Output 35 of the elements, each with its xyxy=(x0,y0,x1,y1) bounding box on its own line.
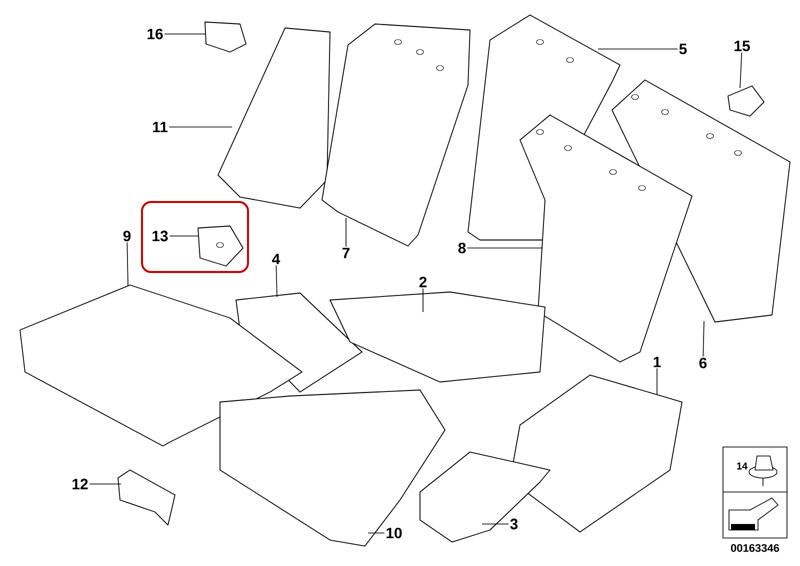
callout-number: 14 xyxy=(737,462,748,470)
callout-number: 7 xyxy=(340,246,352,260)
leader-line xyxy=(702,320,704,357)
callout-number: 9 xyxy=(122,230,132,242)
callout-number: 4 xyxy=(270,252,282,266)
leader-line xyxy=(126,242,128,286)
callout-number: 6 xyxy=(698,356,708,370)
callout-number: 5 xyxy=(678,42,688,56)
cover-cap-drawing xyxy=(198,226,244,266)
backrest-frame-drawing xyxy=(612,80,790,322)
leader-line xyxy=(656,368,658,396)
callout-number: 8 xyxy=(456,242,468,254)
leader-line xyxy=(368,532,385,534)
seat-frame-drawing xyxy=(330,292,546,382)
leader-line xyxy=(740,52,742,88)
side-panel-drawing xyxy=(218,28,330,208)
image-code: 00163346 xyxy=(730,544,780,552)
callout-number: 3 xyxy=(508,518,520,530)
callout-number: 15 xyxy=(732,40,752,52)
callout-number: 12 xyxy=(70,478,90,490)
leader-line xyxy=(598,48,678,50)
leader-line xyxy=(422,288,424,312)
highlight-frame xyxy=(141,201,249,273)
side-trim-drawing xyxy=(420,452,550,542)
seat-clip-drawing xyxy=(204,22,246,52)
callout-number: 10 xyxy=(384,526,404,540)
cover-cap-drawing xyxy=(118,470,176,526)
callout-number: 16 xyxy=(146,28,164,40)
callout-number: 13 xyxy=(150,230,170,242)
callout-number: 2 xyxy=(418,276,428,288)
leader-line xyxy=(276,264,278,298)
callout-number: 11 xyxy=(151,120,169,134)
leader-line xyxy=(168,126,232,128)
seat-clip-drawing xyxy=(728,86,764,116)
callout-number: 1 xyxy=(652,356,662,368)
